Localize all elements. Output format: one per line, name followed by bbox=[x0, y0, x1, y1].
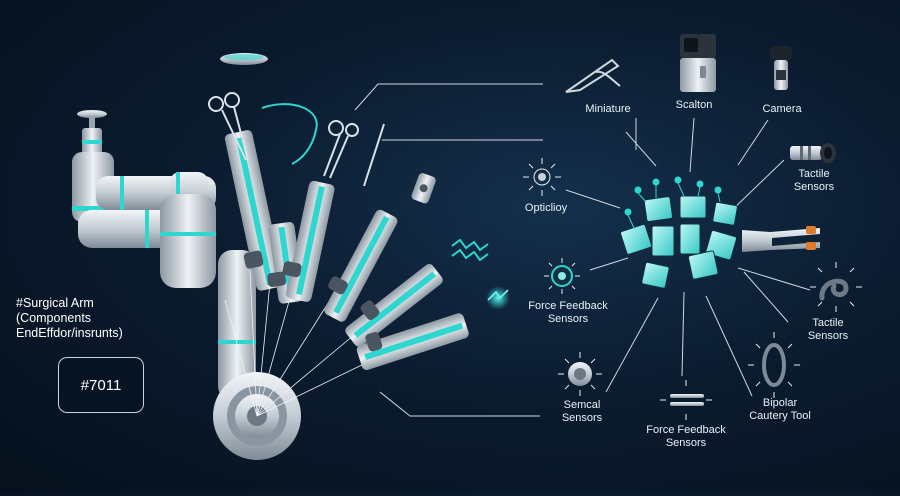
miniature-forceps-icon bbox=[565, 58, 621, 93]
label-semcal: Semcal Sensors bbox=[561, 399, 603, 424]
floating-module-icon bbox=[411, 173, 436, 204]
instrument-segments bbox=[224, 130, 469, 371]
diagram-title: #Surgical Arm (Components EndEffdor/insr… bbox=[16, 296, 123, 341]
sensor-array-icon bbox=[620, 176, 738, 289]
grip-clamp-icon bbox=[742, 226, 820, 252]
title-line-3: EndEffdor/insrunts) bbox=[16, 326, 123, 340]
title-line-1: #Surgical Arm bbox=[16, 296, 94, 310]
electrode-glow-icon bbox=[486, 286, 510, 310]
id-badge: #7011 bbox=[58, 357, 144, 413]
label-bipolar: Bipolar Cautery Tool bbox=[749, 397, 811, 422]
camera-icon bbox=[770, 46, 792, 90]
spring-coil-icon bbox=[451, 238, 489, 262]
force-sensor-icon bbox=[544, 258, 580, 294]
tactile-loop-icon bbox=[810, 262, 862, 312]
label-force-left: Force Feedback Sensors bbox=[528, 300, 608, 325]
tactile-sensor-icon bbox=[790, 143, 836, 163]
label-tactile-mid: Tactile Sensors bbox=[807, 317, 849, 342]
label-opticlioy: Opticlioy bbox=[524, 202, 568, 214]
forceps-tools bbox=[208, 92, 385, 187]
teal-cable bbox=[261, 103, 318, 165]
label-camera: Camera bbox=[762, 103, 802, 115]
cautery-ring-icon bbox=[748, 332, 800, 398]
label-miniature: Miniature bbox=[585, 103, 631, 115]
title-line-2: (Components bbox=[16, 311, 92, 325]
badge-text: #7011 bbox=[80, 376, 122, 394]
semcal-sensor-icon bbox=[558, 352, 602, 396]
label-scalton: Scalton bbox=[675, 99, 713, 111]
label-tactile-top: Tactile Sensors bbox=[793, 168, 835, 193]
optic-sensor-icon bbox=[523, 158, 561, 196]
label-force-bottom: Force Feedback Sensors bbox=[646, 424, 726, 449]
force-bar-icon bbox=[660, 380, 712, 420]
connector-lines bbox=[354, 83, 811, 417]
scalton-device-icon bbox=[680, 34, 716, 92]
robotic-arm-icon bbox=[72, 110, 373, 460]
